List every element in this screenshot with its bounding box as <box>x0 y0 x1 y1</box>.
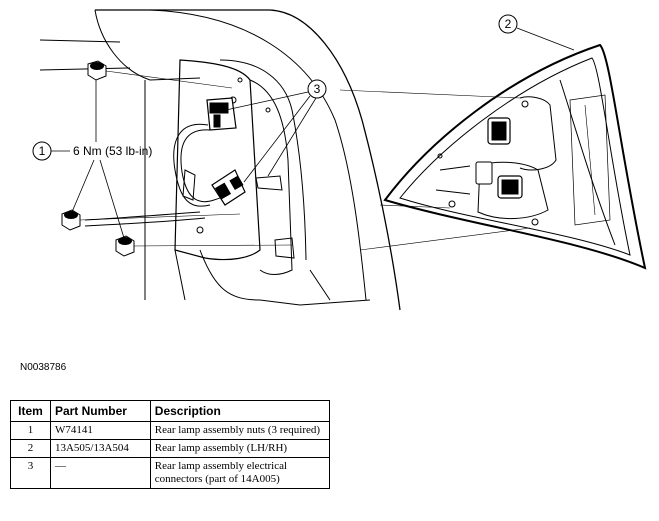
row-part-number: 13A505/13A504 <box>49 439 151 458</box>
table-row: 1 W74141 Rear lamp assembly nuts (3 requ… <box>10 421 331 440</box>
row-item: 2 <box>10 439 51 458</box>
row-description: Rear lamp assembly electrical connectors… <box>149 457 331 489</box>
row-part-number: W74141 <box>49 421 151 440</box>
header-description: Description <box>149 400 331 422</box>
row-part-number: — <box>49 457 151 489</box>
parts-table: Item Part Number Description 1 W74141 Re… <box>10 400 331 489</box>
callout-3-number: 3 <box>314 82 321 96</box>
table-row: 3 — Rear lamp assembly electrical connec… <box>10 457 331 489</box>
row-item: 3 <box>10 457 51 489</box>
nut-lower <box>115 235 135 257</box>
nut-upper <box>87 60 107 81</box>
table-row: 2 13A505/13A504 Rear lamp assembly (LH/R… <box>10 439 331 458</box>
alignment-lines <box>79 70 531 251</box>
callout-1: 1 6 Nm (53 lb-in) <box>32 80 152 239</box>
header-part-number: Part Number <box>49 400 151 422</box>
callout-3: 3 <box>225 79 327 183</box>
callout-2-number: 2 <box>505 17 512 31</box>
electrical-connectors <box>206 97 246 206</box>
row-description: Rear lamp assembly nuts (3 required) <box>149 421 331 440</box>
vehicle-body <box>39 9 401 311</box>
rear-lamp-assembly <box>383 43 647 270</box>
nut-middle <box>61 209 81 231</box>
figure-id: N0038786 <box>20 362 67 373</box>
callout-1-number: 1 <box>39 144 46 158</box>
torque-spec-label: 6 Nm (53 lb-in) <box>73 144 152 158</box>
wiring-harness <box>84 123 241 227</box>
header-item: Item <box>10 400 51 422</box>
rear-lamp-installation-illustration: 1 6 Nm (53 lb-in) 2 3 <box>32 9 647 311</box>
row-item: 1 <box>10 421 51 440</box>
table-header-row: Item Part Number Description <box>10 400 331 422</box>
callout-2: 2 <box>498 14 575 51</box>
row-description: Rear lamp assembly (LH/RH) <box>149 439 331 458</box>
